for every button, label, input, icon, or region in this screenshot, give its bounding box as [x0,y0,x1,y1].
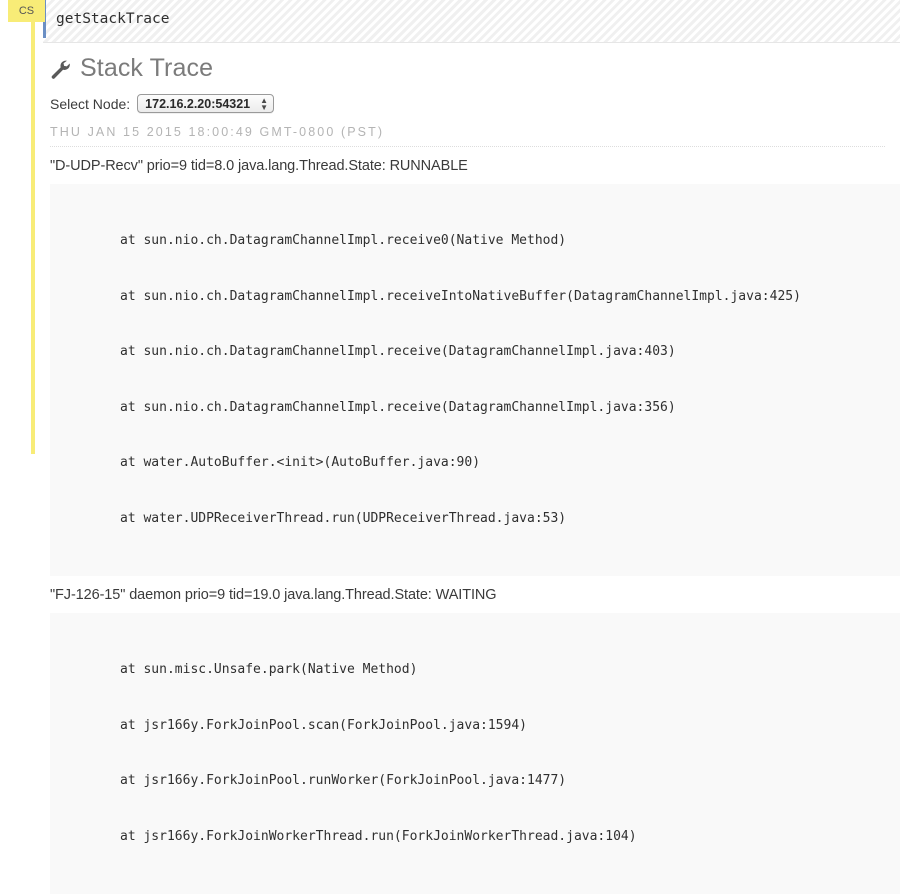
input-code-text[interactable]: getStackTrace [56,11,170,27]
node-select[interactable]: 172.16.2.20:54321 ▲ ▼ [137,94,275,113]
stack-trace-block: at sun.nio.ch.DatagramChannelImpl.receiv… [50,184,900,576]
thread-list: "D-UDP-Recv" prio=9 tid=8.0 java.lang.Th… [50,158,900,894]
cell-gutter-bar [31,0,35,454]
stack-frame: at sun.nio.ch.DatagramChannelImpl.receiv… [120,288,801,304]
stack-frame: at sun.nio.ch.DatagramChannelImpl.receiv… [120,233,567,248]
node-select-value: 172.16.2.20:54321 [145,96,251,111]
stack-frame: at jsr166y.ForkJoinPool.runWorker(ForkJo… [120,773,567,788]
thread-entry: "D-UDP-Recv" prio=9 tid=8.0 java.lang.Th… [50,158,900,576]
page-title-text: Stack Trace [80,54,214,82]
chevron-up-icon: ▲ [260,95,269,105]
stack-trace-block: at sun.misc.Unsafe.park(Native Method) a… [50,613,900,894]
thread-header: "D-UDP-Recv" prio=9 tid=8.0 java.lang.Th… [50,158,468,174]
stack-frame: at water.UDPReceiverThread.run(UDPReceiv… [120,510,567,526]
stack-frame: at sun.nio.ch.DatagramChannelImpl.receiv… [120,399,676,415]
stack-frame: at water.AutoBuffer.<init>(AutoBuffer.ja… [120,455,481,470]
chevron-down-icon: ▼ [260,102,269,112]
select-node-label: Select Node: [50,95,131,112]
notebook-input-cell[interactable]: getStackTrace [43,0,900,43]
select-node-row: Select Node: 172.16.2.20:54321 ▲ ▼ [50,94,900,113]
stack-frame: at sun.nio.ch.DatagramChannelImpl.receiv… [120,344,676,359]
cell-type-badge[interactable]: CS [8,0,45,22]
wrench-icon [50,59,72,81]
select-stepper-icon[interactable]: ▲ ▼ [260,95,269,112]
stack-frame: at jsr166y.ForkJoinPool.scan(ForkJoinPoo… [120,717,527,733]
notebook-output-area: Stack Trace Select Node: 172.16.2.20:543… [35,43,900,894]
page-title: Stack Trace [50,43,900,81]
thread-header: "FJ-126-15" daemon prio=9 tid=19.0 java.… [50,587,497,603]
stack-frame: at sun.misc.Unsafe.park(Native Method) [120,662,418,677]
timestamp: THU JAN 15 2015 18:00:49 GMT-0800 (PST) [50,125,885,147]
stack-frame: at jsr166y.ForkJoinWorkerThread.run(Fork… [120,828,637,844]
thread-entry: "FJ-126-15" daemon prio=9 tid=19.0 java.… [50,587,900,894]
